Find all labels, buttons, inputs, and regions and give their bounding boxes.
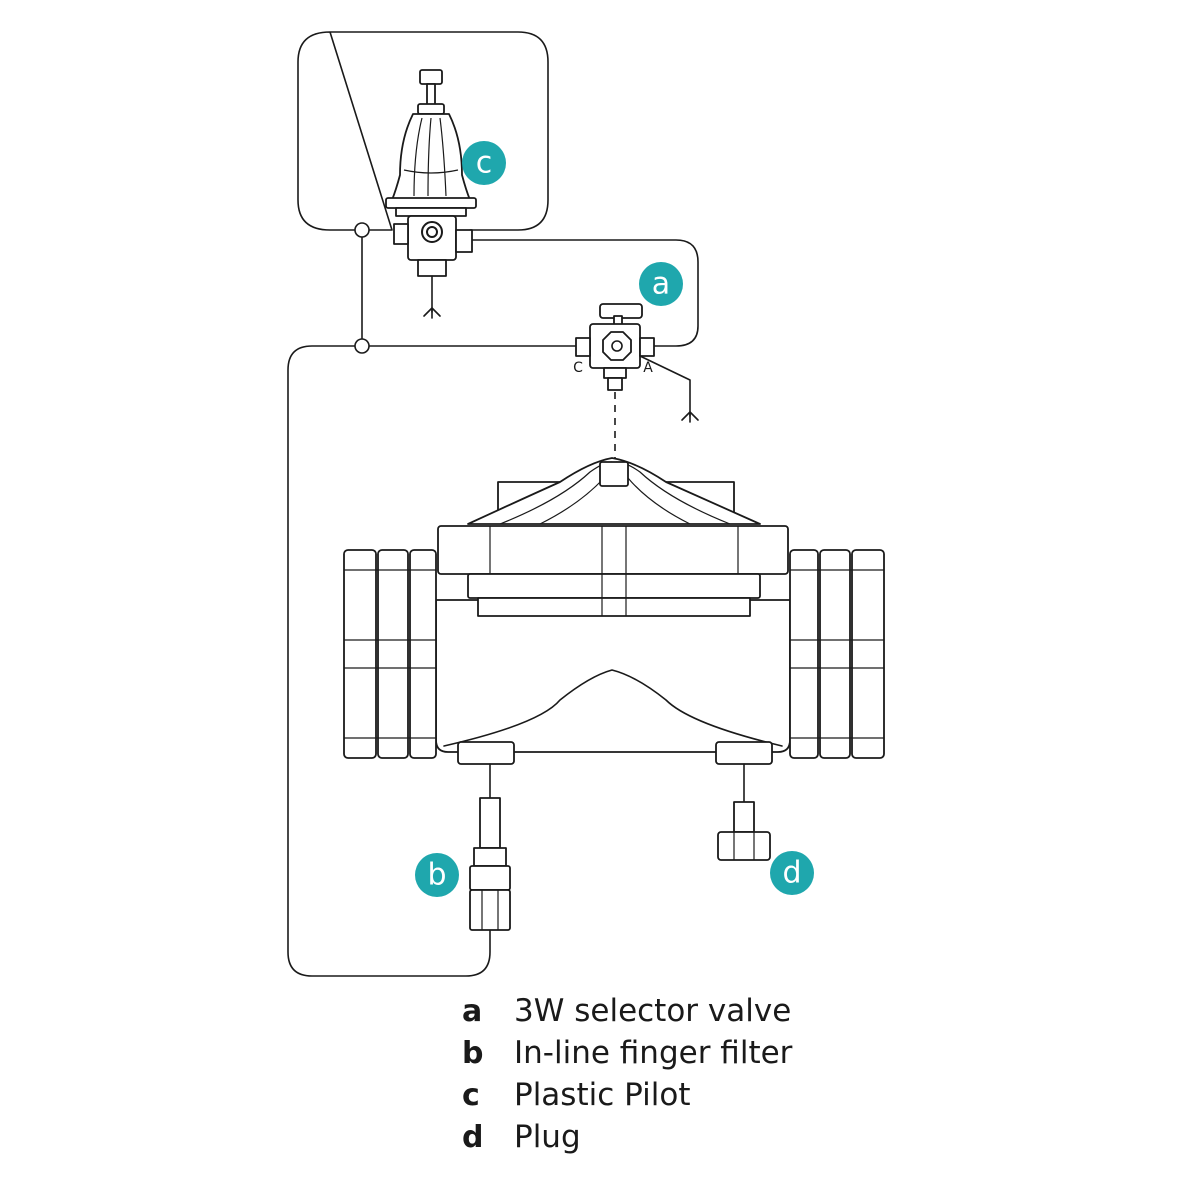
legend-item-c: c Plastic Pilot bbox=[462, 1074, 942, 1116]
callout-b-badge: b bbox=[415, 853, 459, 897]
legend: a 3W selector valve b In-line finger fil… bbox=[462, 990, 942, 1158]
svg-text:a: a bbox=[652, 267, 670, 302]
pilot-enclosure bbox=[297, 31, 549, 231]
legend-key: a bbox=[462, 993, 483, 1029]
callout-d-badge: d bbox=[770, 851, 814, 895]
outlet-flange bbox=[789, 549, 885, 759]
svg-text:d: d bbox=[782, 856, 801, 891]
plug bbox=[717, 763, 771, 861]
port-a-label: A bbox=[643, 360, 653, 376]
legend-label: In-line finger filter bbox=[514, 1035, 793, 1071]
callout-a-badge: a bbox=[639, 262, 683, 306]
svg-text:c: c bbox=[476, 146, 493, 181]
legend-key: c bbox=[462, 1077, 480, 1113]
finger-filter bbox=[469, 763, 511, 931]
legend-item-a: a 3W selector valve bbox=[462, 990, 942, 1032]
callout-c-badge: c bbox=[462, 141, 506, 185]
svg-text:b: b bbox=[427, 858, 446, 893]
legend-key: d bbox=[462, 1119, 484, 1155]
legend-label: Plug bbox=[514, 1119, 581, 1155]
legend-item-b: b In-line finger filter bbox=[462, 1032, 942, 1074]
legend-key: b bbox=[462, 1035, 484, 1071]
legend-label: Plastic Pilot bbox=[514, 1077, 691, 1113]
selector-valve bbox=[575, 303, 699, 423]
control-tubing bbox=[287, 229, 699, 977]
tube-junction-top bbox=[354, 222, 370, 238]
legend-label: 3W selector valve bbox=[514, 993, 792, 1029]
legend-item-d: d Plug bbox=[462, 1116, 942, 1158]
main-valve bbox=[343, 457, 885, 765]
plastic-pilot bbox=[385, 69, 477, 319]
port-c-label: C bbox=[573, 360, 583, 376]
tube-junction-bottom bbox=[354, 338, 370, 354]
inlet-flange bbox=[343, 549, 437, 759]
